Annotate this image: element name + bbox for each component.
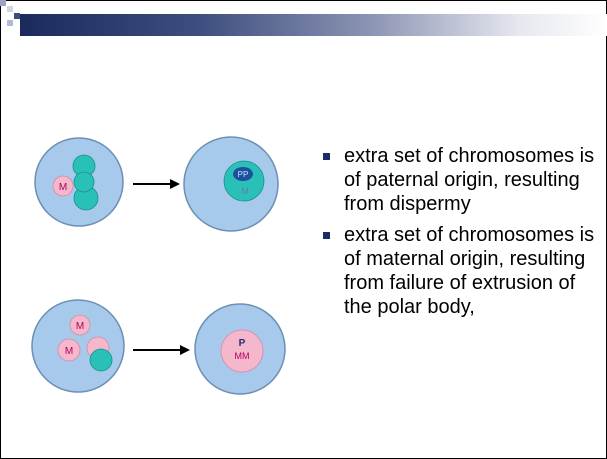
- arrow-row2: [133, 345, 190, 355]
- cell-row2-right: P MM: [195, 304, 285, 394]
- arrow-row1: [133, 179, 180, 189]
- polyploidy-diagram: M PP M M M P MM: [0, 0, 320, 459]
- cell-row2-left: M M: [32, 300, 124, 392]
- label-m-inner: M: [241, 186, 249, 196]
- bullet-item-maternal: extra set of chromosomes is of maternal …: [318, 223, 603, 319]
- label-m: M: [59, 182, 67, 193]
- square-bullet-icon: [323, 232, 330, 239]
- square-bullet-icon: [323, 153, 330, 160]
- label-pp: PP: [238, 170, 249, 179]
- bullet-text: extra set of chromosomes is of paternal …: [344, 145, 594, 215]
- label-mm: MM: [235, 351, 250, 361]
- bullet-item-paternal: extra set of chromosomes is of paternal …: [318, 144, 603, 216]
- bullet-list: extra set of chromosomes is of paternal …: [318, 144, 603, 319]
- label-m-top: M: [76, 321, 84, 332]
- bullet-text: extra set of chromosomes is of maternal …: [344, 224, 594, 318]
- label-p: P: [239, 338, 246, 349]
- cell-row1-left: M: [35, 138, 123, 226]
- cell-row1-right: PP M: [184, 137, 278, 231]
- label-m-bottom: M: [65, 346, 73, 357]
